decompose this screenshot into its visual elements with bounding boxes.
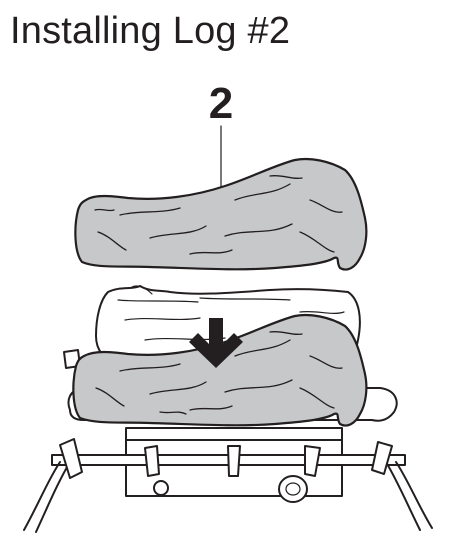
down-arrow-icon <box>189 318 243 368</box>
grate-pin-5 <box>371 441 393 475</box>
grate-pin-4 <box>304 445 321 477</box>
log-number-label: 2 <box>209 79 233 128</box>
grate-pin-3 <box>227 445 241 477</box>
log-2 <box>74 157 368 271</box>
grate-pin-2 <box>144 445 160 477</box>
page-title: Installing Log #2 <box>10 10 291 52</box>
grate-pin-1 <box>59 438 83 479</box>
